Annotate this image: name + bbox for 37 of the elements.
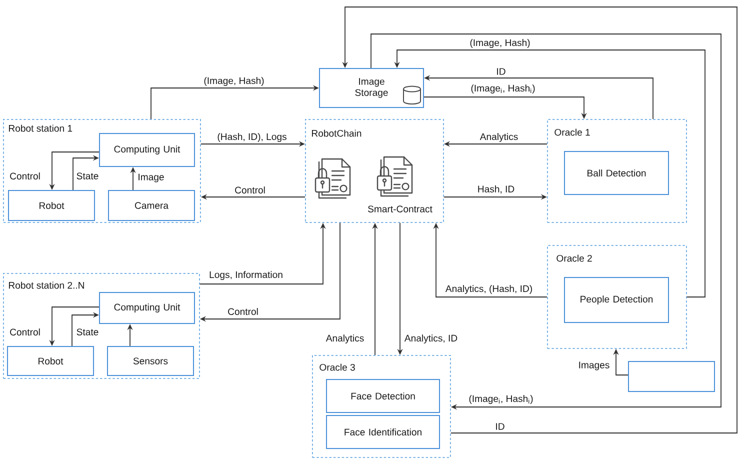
edge-label: (Image$_{i}$, Hash$_{i}$) <box>468 394 534 404</box>
robot-box: Robot <box>8 190 95 221</box>
edge-label: Logs, Information <box>208 270 284 280</box>
edge-label: Control <box>234 186 266 194</box>
edge-label: Image <box>137 173 165 183</box>
module-box: Ball Detection <box>564 151 669 195</box>
edge-label: Hash, ID <box>477 185 515 194</box>
unit-box: Computing Unit <box>99 292 195 324</box>
edge-label: Control <box>9 328 41 336</box>
robot-box: Robot <box>7 346 94 376</box>
edge-label: ID <box>496 68 506 76</box>
edge-label: State <box>76 172 100 180</box>
module-box: Face Identification <box>326 415 440 449</box>
edge-label: (Image$_{i}$, Hash$_{i}$) <box>470 84 536 94</box>
edge-label: State <box>76 328 100 336</box>
device-box <box>628 361 715 392</box>
edge-label: Control <box>9 172 41 180</box>
edge-label: (Hash, ID), Logs <box>216 132 288 142</box>
unit-box: Computing Unit <box>99 133 195 167</box>
node-label: Smart-Contract <box>368 206 432 212</box>
sensors-box: Sensors <box>107 346 194 376</box>
edge-label: Analytics, (Hash, ID) <box>445 284 533 294</box>
edge-label: Images <box>578 361 610 371</box>
module-box: People Detection <box>564 277 669 323</box>
arrow <box>370 34 722 410</box>
edge-label: ID <box>494 422 506 430</box>
edge-label: (Image, Hash) <box>203 76 265 86</box>
storage-box: Image Storage <box>319 68 424 108</box>
edge-label: Control <box>227 308 259 316</box>
blockchain-group: RobotChain Smart-Contract <box>305 119 444 223</box>
edge-label: (Image, Hash) <box>469 38 531 48</box>
edge-label: Analytics <box>479 132 519 142</box>
module-box: Face Detection <box>326 379 440 413</box>
edge-label: Analytics <box>325 334 365 344</box>
camera-box: Camera <box>108 190 195 221</box>
node-label: RobotChain <box>312 130 362 137</box>
edge-label: Analytics, ID <box>404 334 458 344</box>
